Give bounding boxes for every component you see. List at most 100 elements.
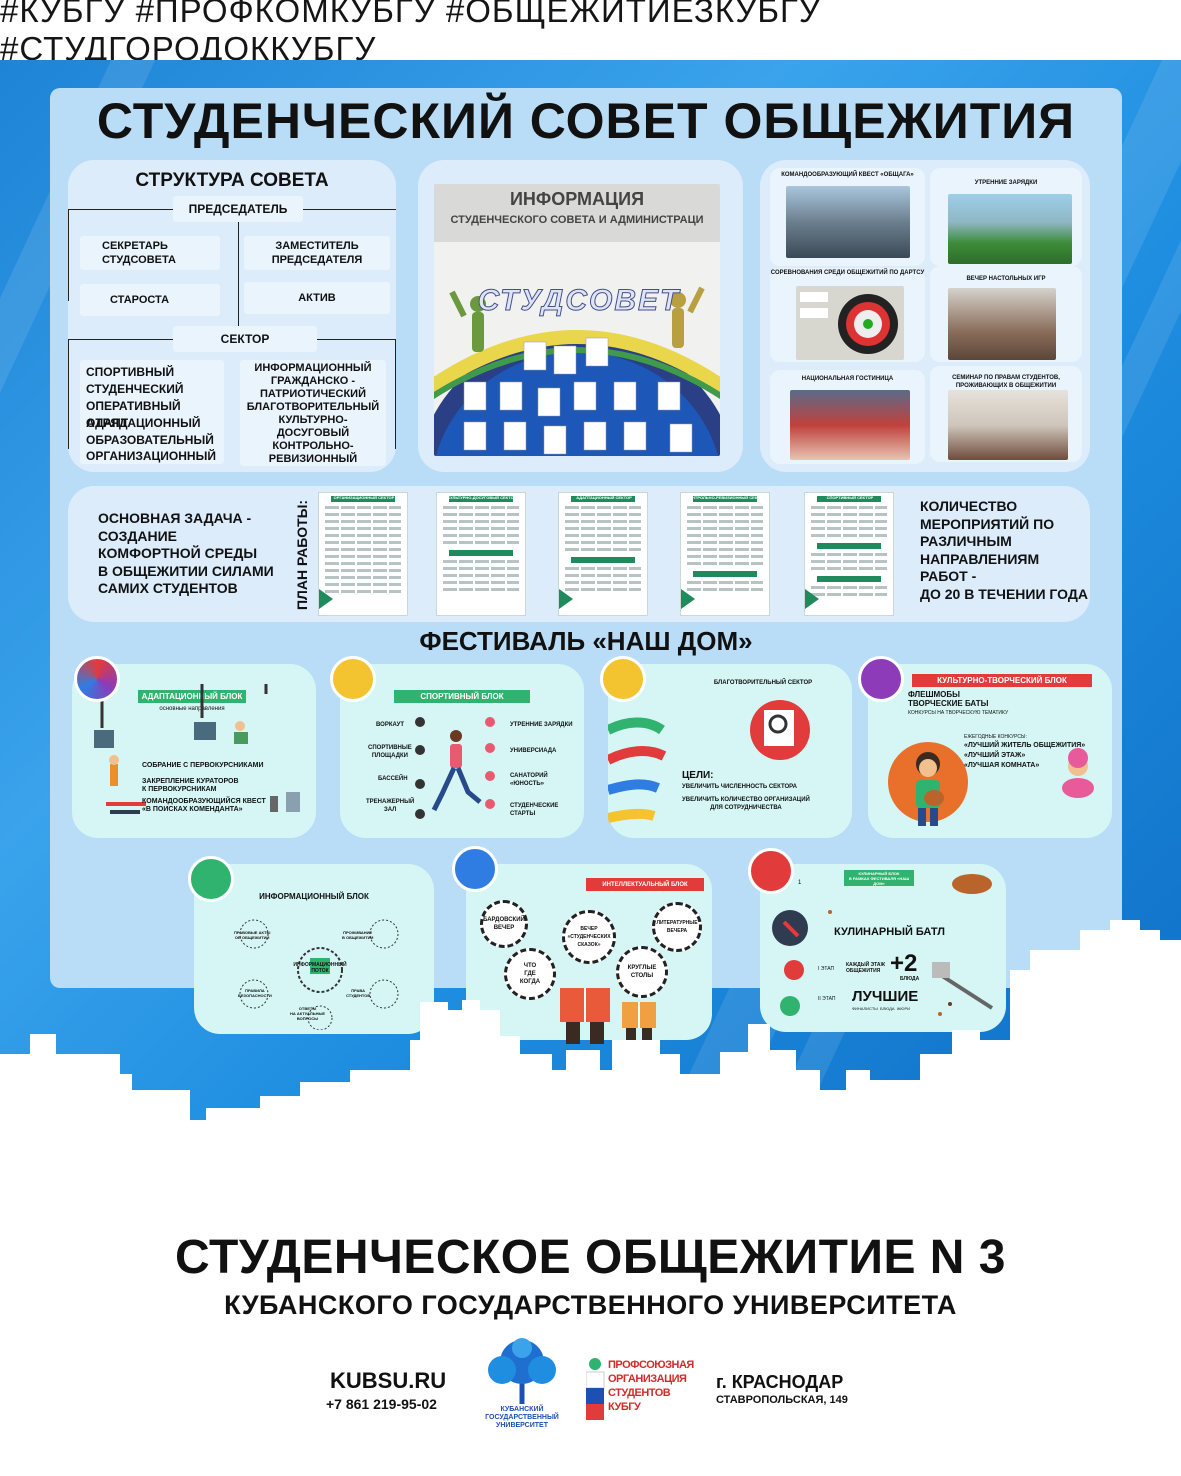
events-count-text: КОЛИЧЕСТВО МЕРОПРИЯТИЙ ПО РАЗЛИЧНЫМ НАПР… <box>920 498 1088 602</box>
footer-title: СТУДЕНЧЕСКОЕ ОБЩЕЖИТИЕ N 3 <box>175 1231 1006 1284</box>
culinary-ribbon: КУЛИНАРНЫЙ БЛОК В РАМКАХ ФЕСТИВАЛЯ «НАШ … <box>844 870 914 886</box>
culture-block: КУЛЬТУРНО-ТВОРЧЕСКИЙ БЛОК ФЛЕШМОБЫ ТВОРЧ… <box>868 664 1112 838</box>
board-artwork <box>434 286 720 456</box>
hands-illustration <box>608 700 810 823</box>
chairman-box: ПРЕДСЕДАТЕЛЬ <box>173 196 303 222</box>
adapt-icon <box>74 656 120 702</box>
connector <box>303 209 396 210</box>
event-photo <box>796 286 904 360</box>
info-node: ПРАВОВЫЕ АКТЫ ОБ ОБЩЕЖИТИИ <box>234 930 271 940</box>
board-subheading: СТУДЕНЧЕСКОГО СОВЕТА И АДМИНИСТРАЦИ <box>450 214 704 226</box>
doc-title: ОРГАНИЗАЦИОННЫЙ СЕКТОР <box>333 495 395 500</box>
culture-ribbon: КУЛЬТУРНО-ТВОРЧЕСКИЙ БЛОК <box>912 674 1092 687</box>
notice-board-photo: ИНФОРМАЦИЯ СТУДЕНЧЕСКОГО СОВЕТА И АДМИНИ… <box>434 184 720 456</box>
charity-title: БЛАГОТВОРИТЕЛЬНЫЙ СЕКТОР <box>713 680 813 686</box>
phone-number: +7 861 219-95-02 <box>326 1396 437 1412</box>
camera-icon <box>188 856 234 902</box>
info-node: ПРАВА СТУДЕНТОВ <box>346 988 371 998</box>
intel-bubble: ЧТО ГДЕ КОГДА <box>504 948 556 1000</box>
event-card: ВЕЧЕР НАСТОЛЬНЫХ ИГР <box>930 266 1082 362</box>
adapt-illustration <box>94 684 300 814</box>
event-card: НАЦИОНАЛЬНАЯ ГОСТИНИЦА <box>770 370 925 464</box>
plan-document: ОРГАНИЗАЦИОННЫЙ СЕКТОР <box>318 492 408 616</box>
board-art-text: СТУДСОВЕТ <box>477 284 681 318</box>
sector-item: ИНФОРМАЦИОННЫЙ <box>254 362 372 374</box>
sector-item: ГРАЖДАНСКО - <box>270 375 356 387</box>
event-card: СЕМИНАР ПО ПРАВАМ СТУДЕНТОВ, ПРОЖИВАЮЩИХ… <box>930 366 1082 462</box>
event-photo <box>790 390 910 460</box>
charity-goal: УВЕЛИЧИТЬ КОЛИЧЕСТВО ОРГАНИЗАЦИЙ ДЛЯ СОТ… <box>682 797 810 811</box>
union-flag-icon <box>586 1358 605 1420</box>
sector-item: СПОРТИВНЫЙ <box>86 365 175 379</box>
website-link[interactable]: KUBSU.RU <box>330 1368 447 1393</box>
plan-panel: ОСНОВНАЯ ЗАДАЧА - СОЗДАНИЕ КОМФОРТНОЙ СР… <box>68 486 1090 622</box>
plan-label: ПЛАН РАБОТЫ: <box>294 499 310 610</box>
event-card: СОРЕВНОВАНИЯ СРЕДИ ОБЩЕЖИТИЙ ПО ДАРТСУ <box>770 268 925 362</box>
sector-item: ОРГАНИЗАЦИОННЫЙ <box>86 449 216 463</box>
culture-contests-label: ЕЖЕГОДНЫЕ КОНКУРСЫ: <box>964 734 1027 740</box>
sector-item: АДАПТАЦИОННЫЙ <box>86 416 201 430</box>
event-caption: СЕМИНАР ПО ПРАВАМ СТУДЕНТОВ, ПРОЖИВАЮЩИХ… <box>952 375 1060 389</box>
sector-item: КУЛЬТУРНО- <box>278 414 348 426</box>
sport-item: СПОРТИВНЫЕ ПЛОЩАДКИ <box>368 745 412 759</box>
hashtags: #КУБГУ #ПРОФКОМКУБГУ #ОБЩЕЖИТИЕЗКУБГУ #С… <box>0 0 821 67</box>
sport-ribbon: СПОРТИВНЫЙ БЛОК <box>394 690 530 703</box>
connector <box>68 209 173 210</box>
event-caption: НАЦИОНАЛЬНАЯ ГОСТИНИЦА <box>801 376 894 382</box>
charity-block: БЛАГОТВОРИТЕЛЬНЫЙ СЕКТОР ЦЕЛИ: УВЕЛИЧИТЬ… <box>608 664 852 838</box>
event-card: УТРЕННИЕ ЗАРЯДКИ <box>930 168 1082 266</box>
culture-contest: «ЛУЧШАЯ КОМНАТА» <box>964 762 1040 769</box>
event-caption: СОРЕВНОВАНИЯ СРЕДИ ОБЩЕЖИТИЙ ПО ДАРТСУ <box>770 270 925 276</box>
sector-item: БЛАГОТВОРИТЕЛЬНЫЙ <box>246 401 380 413</box>
sport-item: ВОРКАУТ <box>376 722 405 728</box>
intel-ribbon: ИНТЕЛЛЕКТУАЛЬНЫЙ БЛОК <box>586 878 704 891</box>
event-caption: ВЕЧЕР НАСТОЛЬНЫХ ИГР <box>966 276 1046 282</box>
sport-item: БАССЕЙН <box>378 776 408 782</box>
main-title: СТУДЕНЧЕСКИЙ СОВЕТ ОБЩЕЖИТИЯ <box>96 93 1076 149</box>
sport-item: ТРЕНАЖЕРНЫЙ ЗАЛ <box>366 799 415 813</box>
doc-header <box>331 496 395 502</box>
intel-bubble: БАРДОВСКИЙ ВЕЧЕР <box>480 900 528 948</box>
secretary-box: СЕКРЕТАРЬ СТУДСОВЕТА <box>80 236 220 270</box>
connector <box>317 339 396 340</box>
runner-illustration <box>415 717 495 819</box>
deputy-box: ЗАМЕСТИТЕЛЬ ПРЕДСЕДАТЕЛЯ <box>244 236 390 270</box>
student-union-logo: ПРОФСОЮЗНАЯ ОРГАНИЗАЦИЯ СТУДЕНТОВ КУБГУ <box>586 1356 702 1422</box>
adapt-item: ЗАКРЕПЛЕНИЕ КУРАТОРОВ К ПЕРВОКУРСНИКАМ <box>142 778 239 793</box>
doc-title: АДАПТАЦИОННЫЙ СЕКТОР <box>576 495 632 500</box>
culture-flash-sub: КОНКУРСЫ НА ТВОРЧЕСКУЮ ТЕМАТИКУ <box>908 710 1009 716</box>
culture-flash: ФЛЕШМОБЫ ТВОРЧЕСКИЕ БАТЫ <box>908 690 989 708</box>
reading-illustration <box>560 988 656 1046</box>
event-photo <box>948 194 1072 264</box>
elder-box: СТАРОСТА <box>80 284 220 316</box>
plan-document: КУЛЬТУРНО-ДОСУГОВЫЙ СЕКТОР СПОРТИВНЫЙ СЕ… <box>436 492 526 616</box>
connector <box>395 339 396 449</box>
plan-document: АДАПТАЦИОННЫЙ СЕКТОР ОБРАЗОВАТЕЛЬНЫЙ СЕК… <box>558 492 648 616</box>
connector <box>68 339 173 340</box>
kubsu-tree-icon <box>488 1338 556 1404</box>
festival-title: ФЕСТИВАЛЬ «НАШ ДОМ» <box>419 626 753 656</box>
board-photo-panel: ИНФОРМАЦИЯ СТУДЕНЧЕСКОГО СОВЕТА И АДМИНИ… <box>418 160 743 472</box>
plan-document: СПОРТИВНЫЙ СЕКТОР <box>804 492 894 616</box>
sector-item: ОПЕРАТИВНЫЙ ОТРЯД <box>86 399 181 430</box>
sport-item: СТУДЕНЧЕСКИЕ СТАРТЫ <box>510 803 559 817</box>
masks-icon <box>858 656 904 702</box>
plan-document: КОНТРОЛЬНО-РЕВИЗИОННЫЙ СЕКТОР ИНФОРМАЦИО… <box>680 492 770 616</box>
sectors-left-box: СПОРТИВНЫЙ СТУДЕНЧЕСКИЙ ОПЕРАТИВНЫЙ ОТРЯ… <box>80 360 224 464</box>
event-photo <box>948 390 1068 460</box>
charity-goals-label: ЦЕЛИ: <box>682 770 714 781</box>
doc-title: КОНТРОЛЬНО-РЕВИЗИОННЫЙ СЕКТОР <box>686 495 766 500</box>
union-logo-text: ПРОФСОЮЗНАЯ ОРГАНИЗАЦИЯ СТУДЕНТОВ КУБГУ <box>608 1359 694 1413</box>
guitarist-illustration <box>888 742 1094 826</box>
sector-item: КОНТРОЛЬНО- <box>272 440 354 452</box>
sector-box: СЕКТОР <box>173 326 317 352</box>
adapt-ribbon: АДАПТАЦИОННЫЙ БЛОК <box>138 690 246 703</box>
sport-item: УТРЕННИЕ ЗАРЯДКИ <box>510 722 573 728</box>
event-photo <box>786 186 910 258</box>
board-heading: ИНФОРМАЦИЯ <box>509 189 645 209</box>
connector <box>68 339 69 449</box>
city-label: г. КРАСНОДАР <box>716 1372 844 1392</box>
sector-item: ПАТРИОТИЧЕСКИЙ <box>260 388 366 400</box>
culinary-step: 1 <box>798 880 802 886</box>
adapt-subtitle: основные направления <box>159 706 225 712</box>
